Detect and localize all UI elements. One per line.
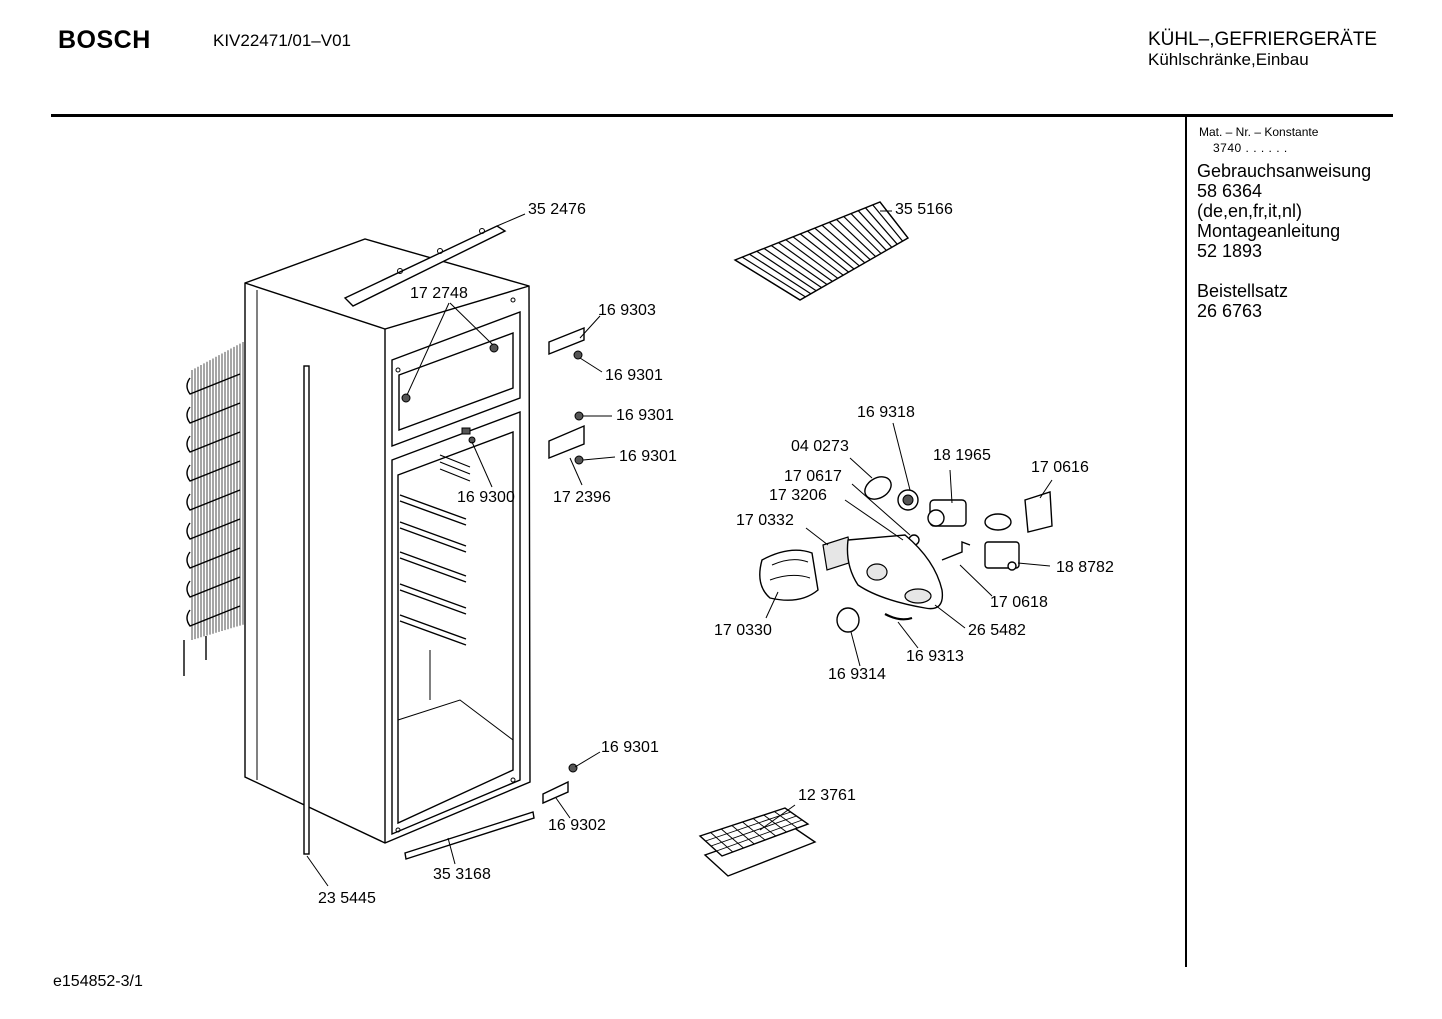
top-rail [343, 225, 507, 307]
part-label: 17 0617 [784, 468, 842, 485]
part-label: 16 9301 [605, 367, 663, 384]
leader-lines [306, 210, 1053, 887]
part-label: 16 9301 [616, 407, 674, 424]
sidebar-line: Beistellsatz [1197, 281, 1289, 301]
part-label: 16 9303 [598, 302, 656, 319]
part-label: 16 9301 [601, 739, 659, 756]
hinge-middle [548, 411, 585, 465]
condenser-coil [183, 341, 244, 676]
hinge-top [548, 326, 585, 360]
part-label: 16 9301 [619, 448, 677, 465]
part-label: 17 0332 [736, 512, 794, 529]
part-label: 17 0616 [1031, 459, 1089, 476]
part-label: 35 2476 [528, 201, 586, 218]
drawing-code: e154852-3/1 [53, 973, 143, 990]
part-label: 16 9302 [548, 817, 606, 834]
part-label: 18 1965 [933, 447, 991, 464]
hinge-bottom [542, 763, 578, 805]
part-label: 26 5482 [968, 622, 1026, 639]
seal-strip [303, 365, 310, 855]
fridge-cabinet [244, 238, 531, 844]
part-label: 17 3206 [769, 487, 827, 504]
ice-trays [698, 807, 817, 877]
part-label: 12 3761 [798, 787, 856, 804]
sidebar-divider [1185, 117, 1187, 967]
header-divider [51, 114, 1393, 117]
category-subtitle: Kühlschränke,Einbau [1148, 50, 1309, 69]
part-label: 16 9314 [828, 666, 886, 683]
brand-logo: BOSCH [58, 26, 151, 54]
wire-shelf [733, 201, 910, 301]
sidebar-line: Montageanleitung [1197, 221, 1341, 241]
part-label: 23 5445 [318, 890, 376, 907]
lamp-thermostat-assembly [759, 476, 1053, 633]
part-label: 16 9318 [857, 404, 915, 421]
sidebar-line: (de,en,fr,it,nl) [1197, 201, 1303, 221]
part-label: 35 5166 [895, 201, 953, 218]
sidebar-info-list: Gebrauchsanweisung 58 6364 (de,en,fr,it,… [1197, 161, 1371, 321]
part-label: 17 2748 [410, 285, 468, 302]
part-label: 35 3168 [433, 866, 491, 883]
model-number: KIV22471/01–V01 [213, 31, 352, 50]
part-label: 18 8782 [1056, 559, 1114, 576]
part-label: 17 2396 [553, 489, 611, 506]
sidebar-line: Gebrauchsanweisung [1197, 161, 1372, 181]
mat-nr-label: Mat. – Nr. – Konstante [1199, 125, 1319, 139]
sidebar-line: 58 6364 [1197, 181, 1263, 201]
mat-nr-value: 3740 . . . . . . [1213, 141, 1288, 155]
sidebar-line: 26 6763 [1197, 301, 1263, 321]
part-label: 17 0330 [714, 622, 772, 639]
sidebar-line: 52 1893 [1197, 241, 1263, 261]
part-label: 17 0618 [990, 594, 1048, 611]
part-label: 16 9313 [906, 648, 964, 665]
category-title: KÜHL–,GEFRIERGERÄTE [1148, 29, 1378, 50]
bottom-strip [404, 811, 535, 860]
part-label: 04 0273 [791, 438, 849, 455]
part-label: 16 9300 [457, 489, 515, 506]
